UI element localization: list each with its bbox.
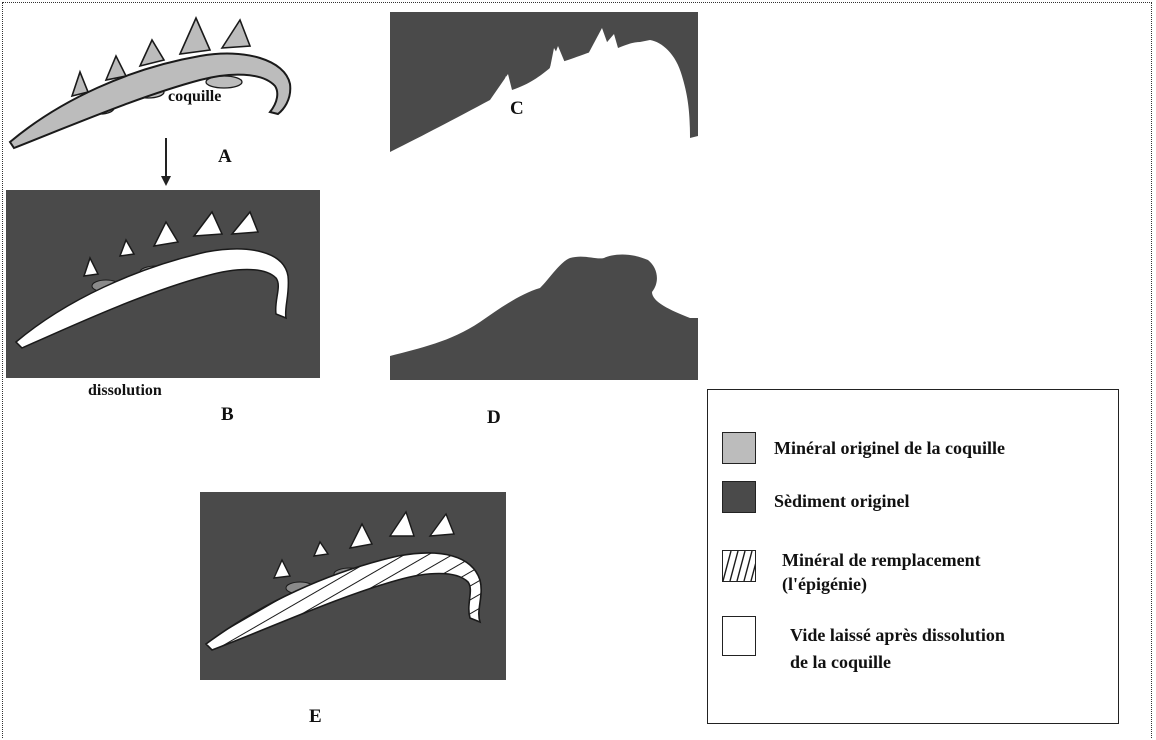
label-e: E — [309, 706, 322, 728]
dissolution-label: dissolution — [88, 382, 162, 400]
arrow-down-icon — [158, 138, 174, 188]
shell-label: coquille — [168, 88, 221, 106]
legend-swatch-sediment — [722, 481, 756, 513]
legend-swatch-shell-mineral — [722, 432, 756, 464]
label-c: C — [510, 98, 524, 120]
panel-a-shell-drawing — [0, 0, 310, 160]
legend-label-replacement-mineral: Minéral de remplacement — [782, 548, 981, 572]
panel-e-epigenesis — [200, 492, 506, 682]
panel-d-lower-mould — [390, 252, 700, 382]
legend-swatch-replacement-mineral — [722, 550, 756, 582]
legend-swatch-void — [722, 616, 756, 656]
legend-label-void-line2: de la coquille — [790, 650, 891, 674]
legend-label-shell-mineral: Minéral originel de la coquille — [774, 436, 1005, 460]
legend-label-void: Vide laissé après dissolution — [790, 623, 1005, 647]
label-b: B — [221, 404, 234, 426]
panel-b-dissolution — [6, 190, 320, 380]
label-d: D — [487, 407, 501, 429]
legend-box: Minéral originel de la coquille Sèdiment… — [707, 389, 1119, 724]
legend-label-replacement-mineral-note: (l'épigénie) — [782, 572, 867, 596]
label-a: A — [218, 146, 232, 168]
legend-label-sediment: Sèdiment originel — [774, 489, 910, 513]
panel-c-upper-mould — [390, 12, 700, 164]
